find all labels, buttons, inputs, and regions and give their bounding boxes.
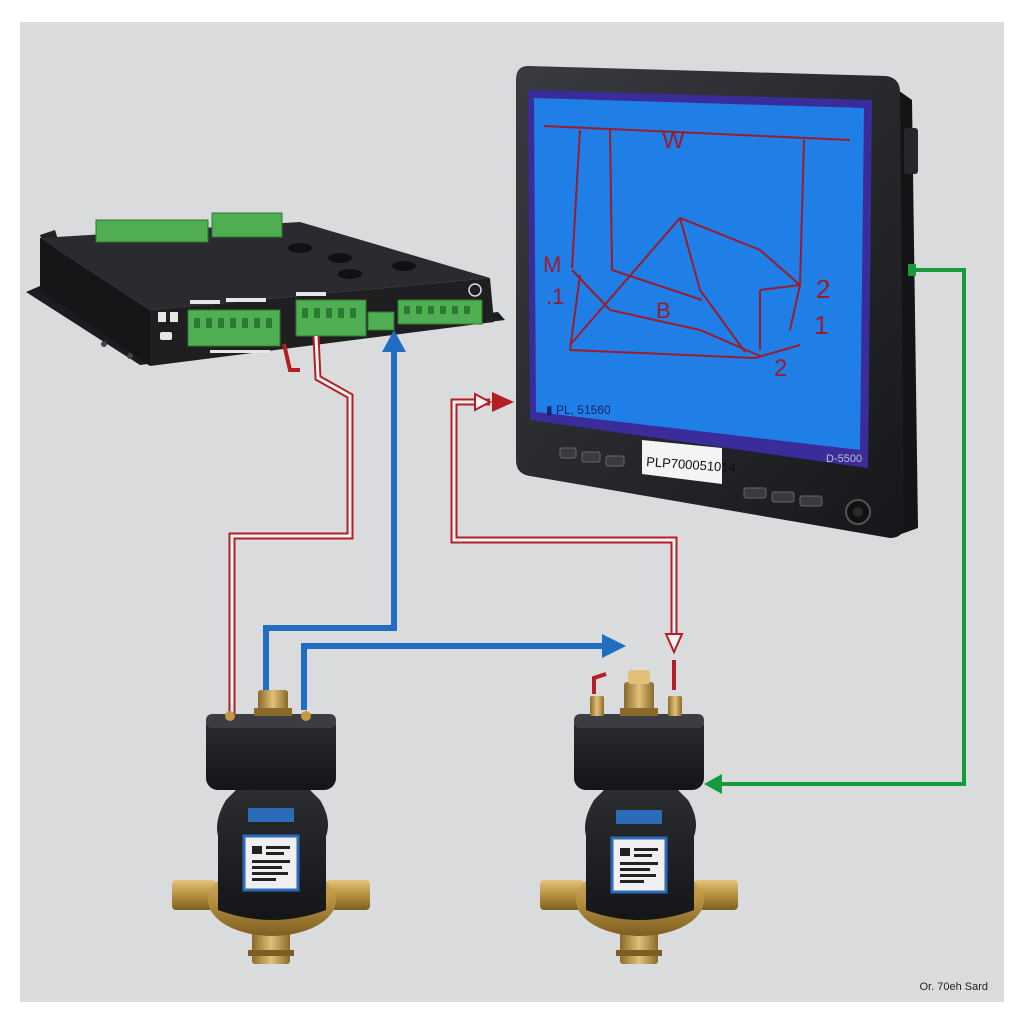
bezel-right-text: D-5500 (826, 453, 862, 465)
blue-wire-left-valve-to-plc (263, 348, 397, 690)
bezel-button-6[interactable] (799, 495, 823, 507)
plc-status-icon (468, 283, 482, 297)
footer-credit: Or. 70eh Sard (920, 981, 989, 993)
right-solenoid-valve (540, 670, 738, 964)
front-terminal-block-3 (367, 311, 395, 331)
screen-label-1-right: 1 (814, 310, 828, 340)
screen-footer-text: ▮ PL, 51560 (546, 403, 611, 417)
screen-label-w: W (662, 127, 685, 154)
bezel-button-2[interactable] (581, 451, 601, 463)
model-plate (642, 440, 722, 484)
screen-label-2-bottom: 2 (774, 355, 787, 382)
plc-controller (26, 212, 505, 366)
blue-arrow-to-plc (382, 330, 406, 352)
right-valve-inlet (540, 880, 584, 910)
green-wire-monitor-to-right-valve (722, 268, 966, 786)
bezel-button-5[interactable] (771, 491, 795, 503)
left-valve-badge (248, 808, 294, 822)
screen-label-b: B (656, 298, 671, 323)
screen-label-dot1: .1 (546, 284, 564, 309)
red-arrow-to-monitor (492, 392, 514, 412)
bezel-button-4[interactable] (743, 487, 767, 499)
top-terminal-strip-1 (95, 219, 209, 243)
right-valve-coil-head (574, 714, 704, 790)
blue-arrow-to-right-valve (602, 634, 626, 658)
red-arrow-to-right-valve (664, 633, 684, 655)
left-valve-inlet (172, 880, 216, 910)
right-valve-badge (616, 810, 662, 824)
blue-wire-left-to-right-valve (301, 643, 604, 710)
left-valve-coil-head (206, 714, 336, 790)
monitor-screen (534, 98, 864, 450)
top-terminal-strip-2 (211, 212, 283, 238)
red-wire-monitor-to-right-valve (450, 398, 678, 636)
screen-label-2-right: 2 (816, 274, 830, 304)
screen-schematic (543, 125, 851, 360)
right-valve-top-nut (624, 682, 654, 716)
hmi-monitor: W M .1 B 2 1 2 ▮ PL, 51560 PLP700051014 … (516, 66, 918, 538)
left-solenoid-valve (172, 690, 370, 964)
bezel-button-3[interactable] (605, 455, 625, 467)
red-wire-plc-to-left-valve (228, 335, 354, 720)
red-wire-plc-stub (282, 343, 300, 372)
model-plate-text: PLP700051014 (646, 454, 736, 475)
plc-top-face (40, 222, 490, 310)
right-valve-outlet (694, 880, 738, 910)
left-valve-outlet (326, 880, 370, 910)
bezel-button-1[interactable] (559, 447, 577, 459)
screen-label-m: M (543, 252, 561, 277)
green-arrow-to-right-valve (704, 774, 722, 794)
